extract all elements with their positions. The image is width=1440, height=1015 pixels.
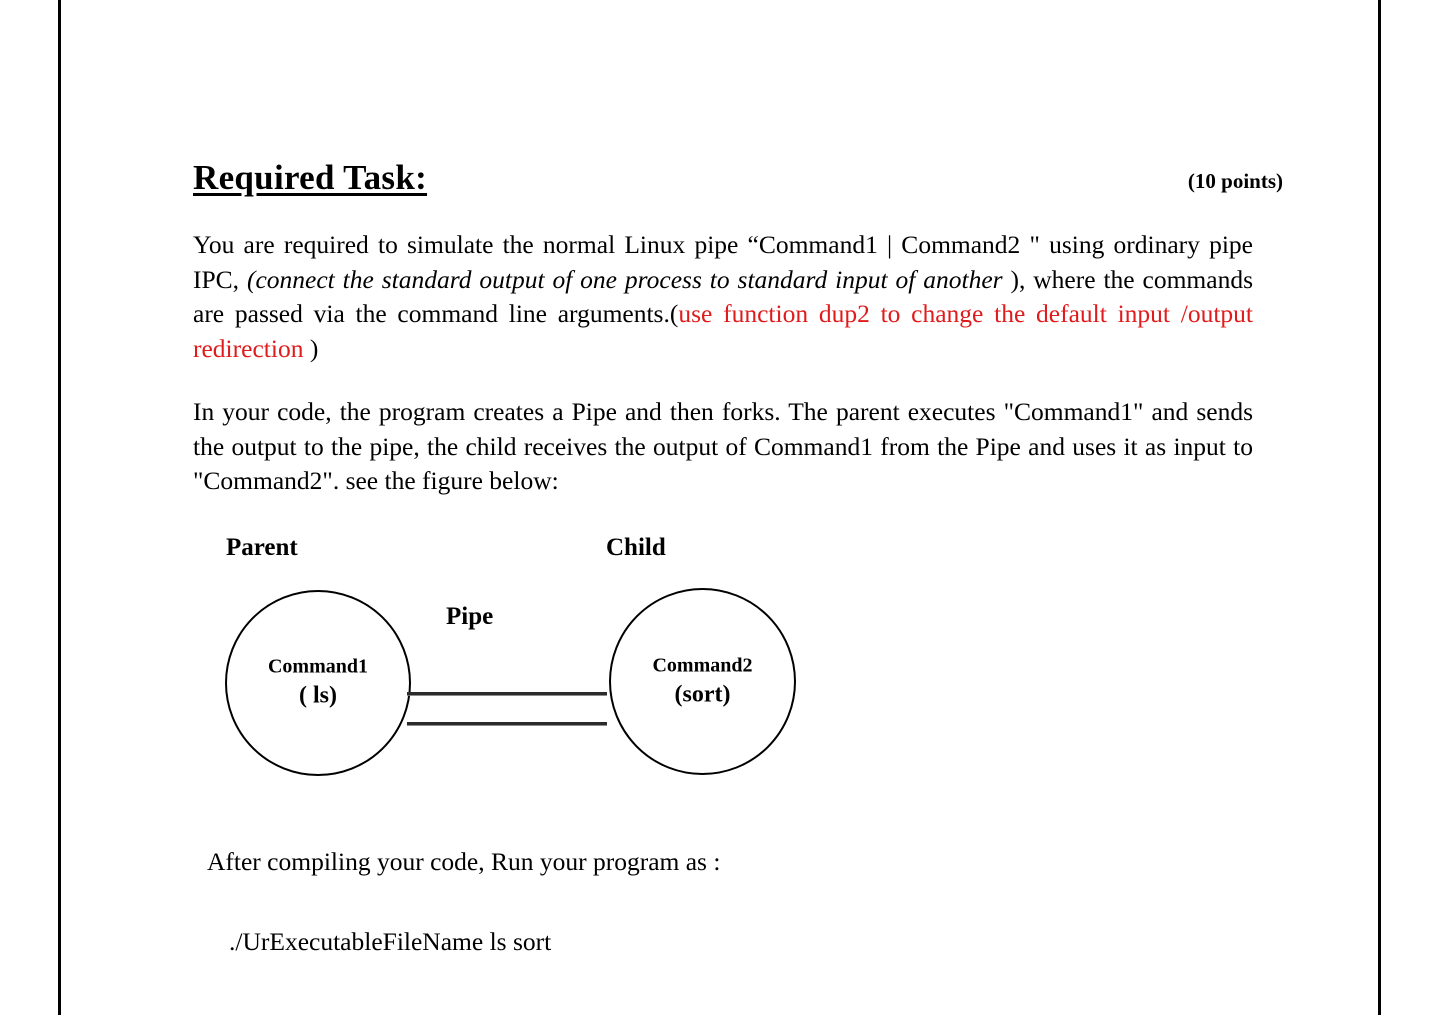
- page-content: Required Task: (10 points) You are requi…: [61, 0, 1378, 1015]
- diagram-node-parent: Command1 ( ls): [225, 590, 411, 776]
- pipe-connector-bottom-line: [407, 722, 607, 725]
- diagram-node-child-line1: Command2: [652, 653, 753, 676]
- paragraph1-segment-red: use function dup2 to change the default …: [193, 299, 1254, 363]
- paragraph-program-behavior: In your code, the program creates a Pipe…: [193, 397, 1253, 495]
- paragraph1-segment-3: ), where the commands are passed via the…: [193, 264, 1253, 329]
- paragraph1-segment-italic: (connect the standard output of one proc…: [246, 264, 1003, 294]
- diagram-label-child: Child: [606, 534, 666, 561]
- pipe-connector-top-line: [407, 692, 607, 695]
- paragraph-task-description: You are required to simulate the normal …: [193, 228, 1253, 366]
- diagram-node-child: Command2 (sort): [609, 588, 796, 775]
- page-frame: Required Task: (10 points) You are requi…: [58, 0, 1381, 1015]
- diagram-node-child-line2: (sort): [674, 680, 731, 707]
- page-title: Required Task:: [193, 158, 428, 197]
- pipe-diagram: Parent Child Pipe Command1 ( ls) Command…: [193, 520, 1253, 790]
- diagram-node-parent-line2: ( ls): [299, 682, 337, 709]
- paragraph1-segment-1: You are required to simulate the normal …: [193, 230, 1253, 294]
- heading-row: Required Task: (10 points): [193, 158, 1283, 200]
- points-badge: (10 points): [1187, 169, 1283, 193]
- diagram-node-child-text: Command2 (sort): [611, 652, 794, 709]
- diagram-node-parent-line1: Command1: [267, 655, 368, 678]
- run-instruction-text: After compiling your code, Run your prog…: [207, 847, 721, 876]
- diagram-node-parent-text: Command1 ( ls): [227, 653, 409, 710]
- paragraph1-segment-5: ): [303, 333, 319, 363]
- diagram-label-pipe: Pipe: [446, 603, 494, 630]
- run-command-text: ./UrExecutableFileName ls sort: [229, 927, 552, 956]
- diagram-label-parent: Parent: [226, 534, 298, 561]
